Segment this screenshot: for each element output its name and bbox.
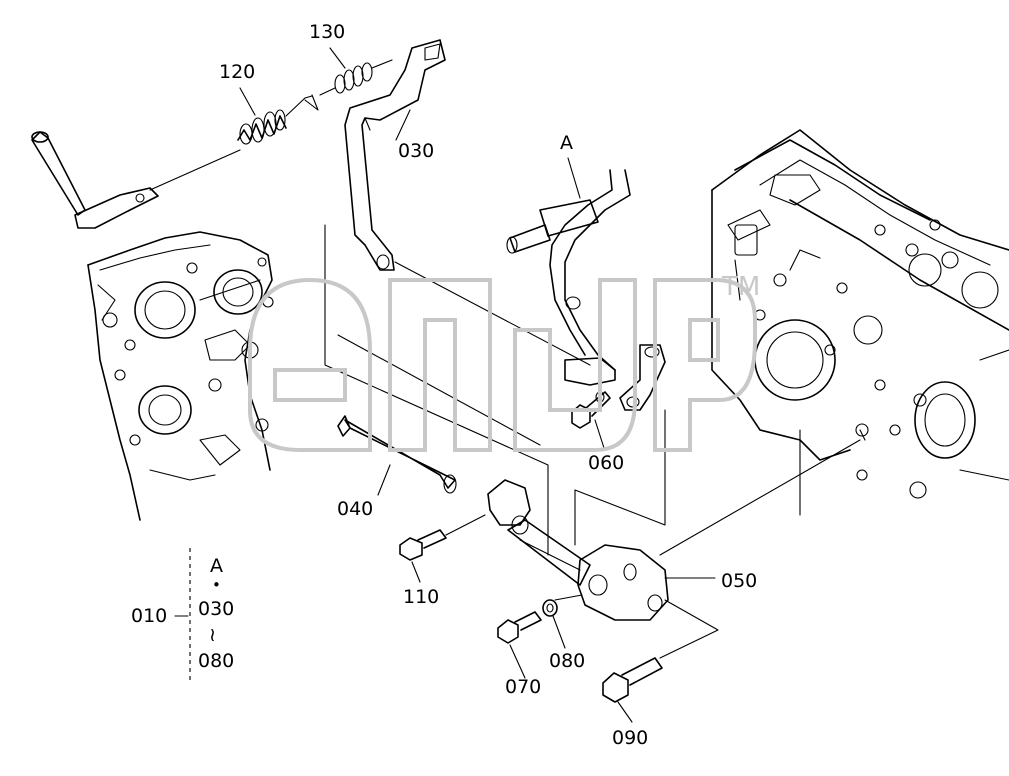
label-110: 110 <box>403 586 440 608</box>
bolt-110 <box>399 514 486 561</box>
spring-120 <box>237 94 319 145</box>
label-030: 030 <box>398 140 435 162</box>
washer-080 <box>542 599 558 617</box>
bolt-070 <box>497 611 542 644</box>
watermark-trademark: TM <box>722 272 761 302</box>
label-070: 070 <box>505 676 542 698</box>
label-090: 090 <box>612 727 649 749</box>
legend-range: ≀ <box>209 624 217 646</box>
label-080: 080 <box>549 650 586 672</box>
label-a: A <box>560 132 573 154</box>
legend-to: 080 <box>198 650 235 672</box>
label-010: 010 <box>131 605 168 627</box>
label-050: 050 <box>721 570 758 592</box>
label-130: 130 <box>309 21 346 43</box>
label-060: 060 <box>588 452 625 474</box>
bolt-090 <box>602 657 663 703</box>
legend-top: A <box>210 555 223 577</box>
watermark-logo <box>240 260 760 470</box>
legend-dot: • <box>212 576 221 594</box>
legend-from: 030 <box>198 598 235 620</box>
label-040: 040 <box>337 498 374 520</box>
shaft-lever-assembly <box>31 131 241 229</box>
leader-lines <box>174 47 716 723</box>
lever-030 <box>344 39 446 271</box>
label-120: 120 <box>219 61 256 83</box>
spring-130 <box>319 59 393 96</box>
fork-a <box>506 169 666 411</box>
pin-040 <box>337 415 457 494</box>
watermark-glyphs <box>248 277 757 452</box>
bracket-050 <box>487 479 669 621</box>
